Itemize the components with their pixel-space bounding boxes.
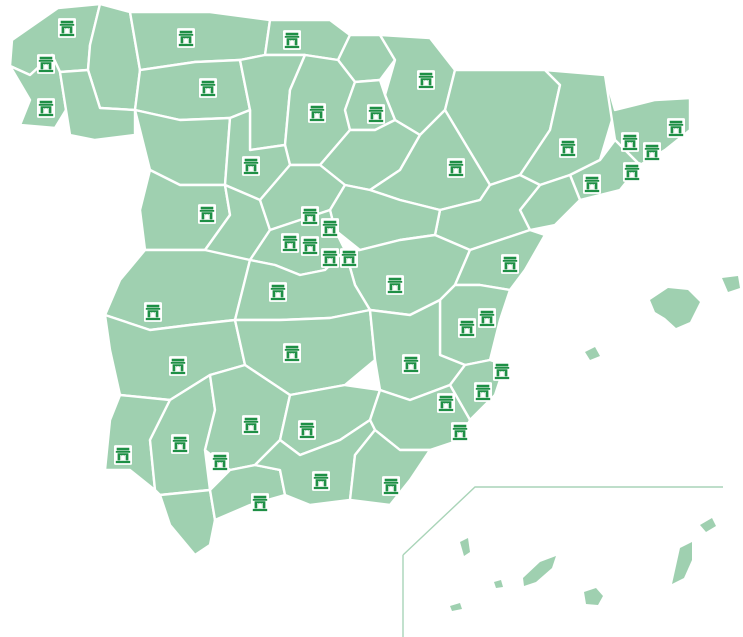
island-menorca[interactable] bbox=[722, 276, 740, 292]
monument-icon[interactable] bbox=[301, 236, 319, 256]
monument-icon[interactable] bbox=[621, 132, 639, 152]
monument-icon[interactable] bbox=[198, 204, 216, 224]
monument-icon[interactable] bbox=[623, 162, 641, 182]
monument-icon[interactable] bbox=[242, 156, 260, 176]
monument-icon[interactable] bbox=[559, 138, 577, 158]
monument-icon[interactable] bbox=[169, 356, 187, 376]
monument-icon[interactable] bbox=[283, 30, 301, 50]
monument-icon[interactable] bbox=[493, 361, 511, 381]
monument-icon[interactable] bbox=[199, 78, 217, 98]
monument-icon[interactable] bbox=[171, 434, 189, 454]
region-malaga[interactable] bbox=[208, 463, 287, 522]
monument-icon[interactable] bbox=[312, 471, 330, 491]
monument-icon[interactable] bbox=[114, 445, 132, 465]
monument-icon[interactable] bbox=[417, 70, 435, 90]
monument-icon[interactable] bbox=[37, 98, 55, 118]
monument-icon[interactable] bbox=[37, 54, 55, 74]
monument-icon[interactable] bbox=[269, 282, 287, 302]
monument-icon[interactable] bbox=[283, 343, 301, 363]
monument-icon[interactable] bbox=[402, 354, 420, 374]
monument-icon[interactable] bbox=[242, 415, 260, 435]
monument-icon[interactable] bbox=[437, 393, 455, 413]
monument-icon[interactable] bbox=[281, 233, 299, 253]
inset-frame bbox=[402, 486, 723, 637]
island-la-palma[interactable] bbox=[460, 538, 470, 556]
region-caceres[interactable] bbox=[103, 248, 252, 332]
mainland-regions bbox=[8, 2, 692, 557]
island-tenerife[interactable] bbox=[523, 556, 556, 586]
monument-icon[interactable] bbox=[447, 158, 465, 178]
monument-icon[interactable] bbox=[308, 103, 326, 123]
monument-icon[interactable] bbox=[382, 476, 400, 496]
island-el-hierro[interactable] bbox=[450, 603, 462, 611]
monument-icon[interactable] bbox=[474, 382, 492, 402]
monument-icon[interactable] bbox=[211, 452, 229, 472]
island-mallorca[interactable] bbox=[650, 288, 700, 328]
monument-icon[interactable] bbox=[298, 420, 316, 440]
monument-icon[interactable] bbox=[501, 254, 519, 274]
region-cadiz[interactable] bbox=[158, 488, 217, 557]
monument-icon[interactable] bbox=[340, 248, 358, 268]
region-leon[interactable] bbox=[133, 58, 252, 122]
monument-icon[interactable] bbox=[667, 118, 685, 138]
monument-icon[interactable] bbox=[144, 302, 162, 322]
island-la-gomera[interactable] bbox=[494, 580, 503, 588]
monument-icon[interactable] bbox=[251, 493, 269, 513]
balearic-islands bbox=[585, 276, 740, 360]
monument-icon[interactable] bbox=[321, 248, 339, 268]
monument-icon[interactable] bbox=[458, 318, 476, 338]
monument-icon[interactable] bbox=[367, 104, 385, 124]
monument-icon[interactable] bbox=[321, 218, 339, 238]
island-gran-canaria[interactable] bbox=[584, 588, 603, 605]
region-almeria[interactable] bbox=[348, 428, 432, 507]
monument-icon[interactable] bbox=[177, 28, 195, 48]
monument-icon[interactable] bbox=[58, 18, 76, 38]
monument-icon[interactable] bbox=[301, 206, 319, 226]
monument-icon[interactable] bbox=[478, 308, 496, 328]
canary-islands-inset bbox=[402, 486, 723, 637]
monument-icon[interactable] bbox=[386, 275, 404, 295]
monument-icon[interactable] bbox=[583, 174, 601, 194]
island-lanzarote[interactable] bbox=[700, 518, 716, 532]
monument-icon[interactable] bbox=[643, 142, 661, 162]
island-ibiza[interactable] bbox=[585, 347, 600, 360]
island-fuerteventura[interactable] bbox=[672, 542, 692, 584]
monument-icon[interactable] bbox=[451, 422, 469, 442]
